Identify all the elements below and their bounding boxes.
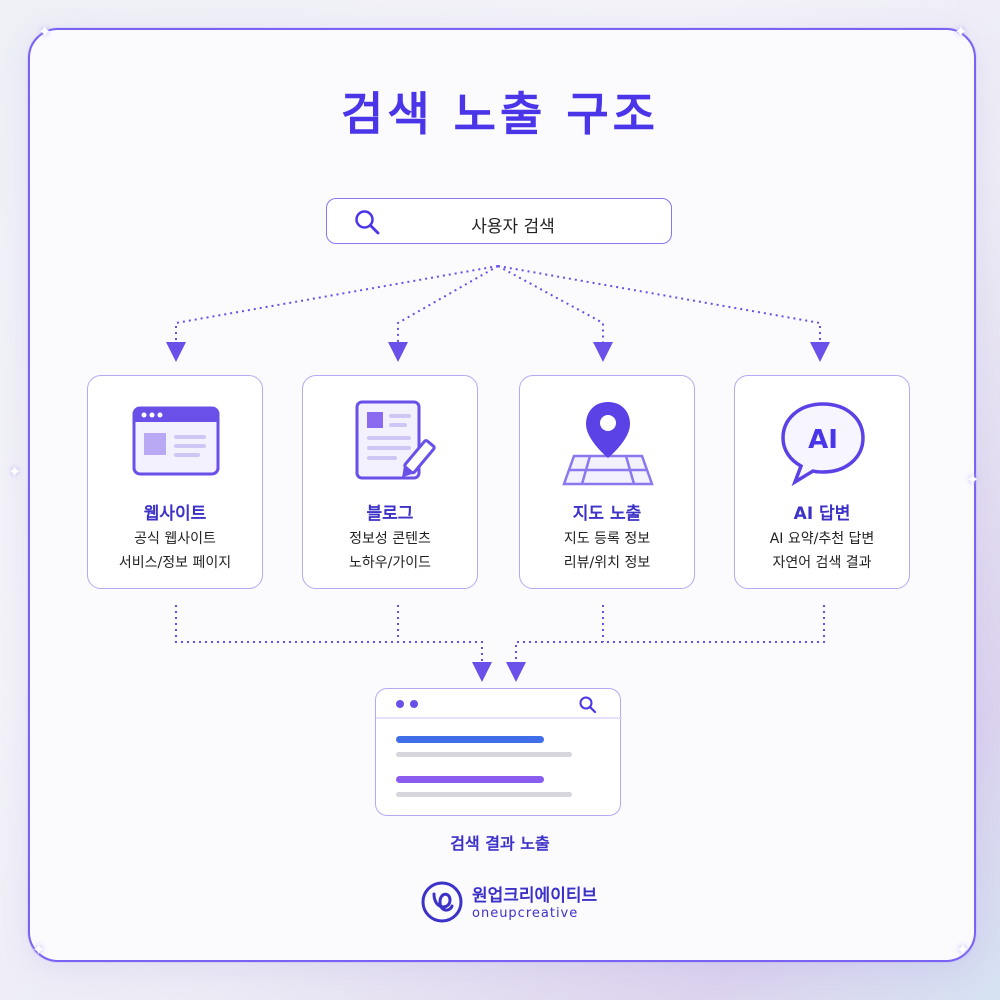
result-label: 검색 결과 노출 [450, 834, 550, 853]
result-snippet-bar [396, 752, 572, 757]
result-snippet-bar [396, 792, 572, 797]
brand-korean-name: 원업크리에이티브 [472, 886, 598, 906]
sparkle-icon: ✦ [954, 22, 968, 41]
channel-desc-line: 공식 웹사이트 [134, 531, 216, 547]
channel-desc-line: 노하우/가이드 [349, 555, 431, 571]
channel-desc-line: 서비스/정보 페이지 [118, 555, 232, 571]
channel-desc-line: 지도 등록 정보 [563, 531, 651, 547]
sparkle-icon: ✦ [956, 940, 970, 959]
ai-chat-bubble-icon: AI [775, 398, 871, 488]
oneup-logo-icon [421, 881, 463, 923]
blog-document-pen-icon [343, 398, 439, 488]
sparkle-icon: ✦ [38, 22, 52, 41]
channel-desc-line: 리뷰/위치 정보 [563, 555, 651, 571]
result-title-bar [396, 736, 544, 743]
connector-map [497, 265, 613, 362]
channel-title: AI 답변 [793, 504, 851, 524]
channel-card-ai: AI AI 답변 AI 요약/추천 답변 자연어 검색 결과 [734, 375, 910, 589]
brand-english-name: oneupcreative [472, 906, 579, 921]
channel-title: 블로그 [366, 504, 414, 524]
window-dot-icon [396, 700, 404, 708]
user-search-bar: 사용자 검색 [326, 198, 672, 244]
channel-desc-line: 자연어 검색 결과 [772, 555, 872, 571]
connector-blog [388, 265, 499, 362]
channel-title: 웹사이트 [143, 504, 207, 524]
search-label: 사용자 검색 [471, 217, 555, 237]
search-icon [579, 696, 597, 714]
channel-card-website: 웹사이트 공식 웹사이트 서비스/정보 페이지 [87, 375, 263, 589]
sparkle-icon: ✦ [32, 940, 46, 959]
sparkle-icon: ✦ [8, 462, 22, 481]
brand-logo: 원업크리에이티브 oneupcreative [420, 878, 620, 928]
search-results-window-icon [375, 688, 622, 816]
window-dot-icon [410, 700, 418, 708]
channel-desc-line: AI 요약/추천 답변 [769, 531, 875, 547]
website-window-icon [128, 398, 224, 488]
search-icon [353, 208, 381, 240]
page-title: 검색 노출 구조 [341, 87, 659, 141]
connector-website [166, 265, 499, 362]
connector-ai-result [506, 605, 825, 682]
ai-icon-text: AI [808, 425, 838, 455]
channel-desc-line: 정보성 콘텐츠 [349, 531, 431, 547]
map-pin-icon [560, 398, 656, 488]
connector-ai [497, 265, 830, 362]
sparkle-icon: ✦ [966, 470, 980, 489]
channel-title: 지도 노출 [572, 504, 642, 524]
channel-card-map: 지도 노출 지도 등록 정보 리뷰/위치 정보 [519, 375, 695, 589]
connector-website-result [175, 605, 492, 682]
channel-card-blog: 블로그 정보성 콘텐츠 노하우/가이드 [302, 375, 478, 589]
result-title-bar [396, 776, 544, 783]
